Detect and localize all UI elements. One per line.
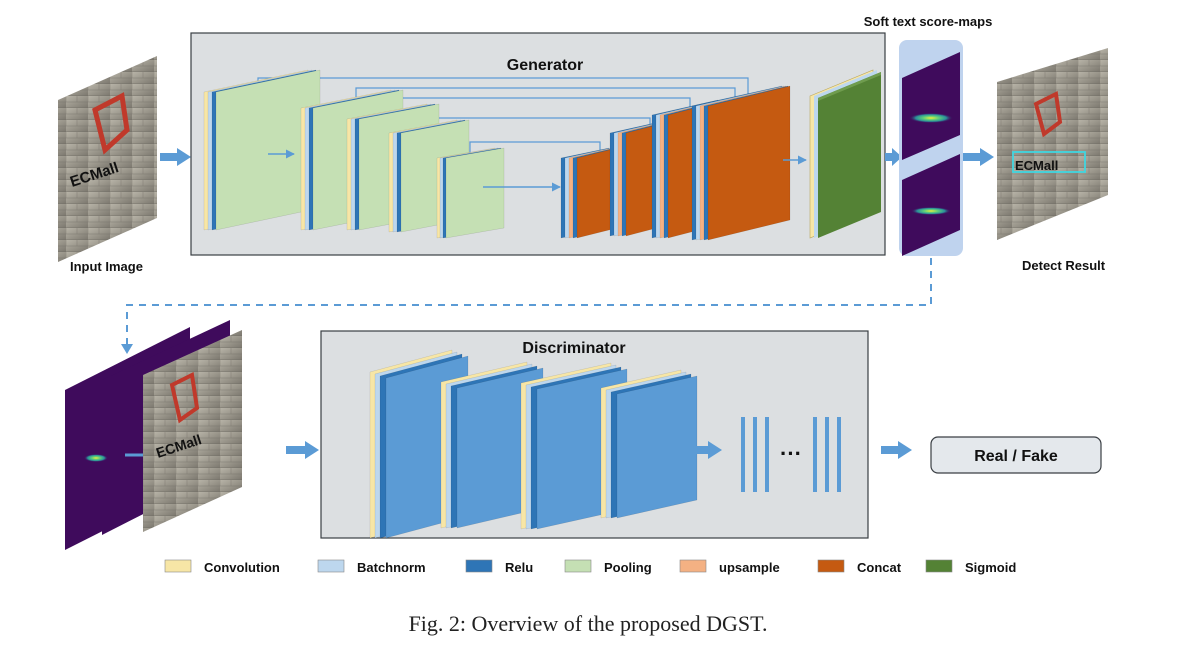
dashed-feedback-path: [126, 258, 932, 346]
ellipsis: ···: [780, 441, 802, 466]
arrow-disc-fc: [695, 441, 722, 459]
figure-caption: Fig. 2: Overview of the proposed DGST.: [409, 611, 768, 636]
legend: Convolution Batchnorm Relu Pooling upsample C…: [164, 559, 1016, 575]
encoder-block-5-pooling: [445, 147, 505, 239]
legend-swatch-upsample: [679, 559, 707, 573]
real-fake-output: [930, 436, 1102, 474]
image-layer: [143, 330, 242, 532]
real-fake-label: Real / Fake: [974, 448, 1058, 465]
arrow-scoremaps-detect: [963, 148, 994, 166]
arrow-fc-output: [881, 441, 912, 459]
legend-label-pooling: Pooling: [604, 560, 652, 575]
score-maps-title: Soft text score-maps: [864, 14, 993, 29]
arrow-stack-discriminator: [286, 441, 319, 459]
legend-swatch-batchnorm: [317, 559, 345, 573]
discriminator-layers: [369, 349, 698, 539]
legend-swatch-pooling: [564, 559, 592, 573]
dashed-arrowhead: [121, 344, 133, 354]
detect-result-image: ECMall: [997, 48, 1108, 240]
detect-result-label: Detect Result: [1022, 258, 1106, 273]
generator-internal-arrows: [268, 149, 807, 192]
score-map-1: [902, 52, 960, 160]
discriminator-title: Discriminator: [522, 340, 625, 357]
discriminator-input-stack: ECMall: [65, 320, 242, 550]
fully-connected-bars: ···: [741, 417, 841, 492]
input-image-label: Input Image: [70, 259, 143, 274]
legend-swatch-concat: [817, 559, 845, 573]
legend-label-batchnorm: Batchnorm: [357, 560, 426, 575]
score-map-2: [902, 154, 960, 256]
generator-layers: [203, 69, 791, 241]
legend-label-relu: Relu: [505, 560, 533, 575]
legend-swatch-relu: [465, 559, 493, 573]
detect-sign-text: ECMall: [1015, 158, 1058, 173]
legend-label-convolution: Convolution: [204, 560, 280, 575]
disc-block-4-main: [616, 375, 698, 519]
legend-label-concat: Concat: [857, 560, 902, 575]
arrow-input-generator: [160, 148, 191, 166]
logo-shape: [92, 92, 130, 155]
arrow-generator-scoremaps: [885, 148, 902, 166]
generator-title: Generator: [507, 57, 583, 74]
legend-label-sigmoid: Sigmoid: [965, 560, 1016, 575]
sigmoid-layer: [809, 69, 881, 239]
legend-swatch-sigmoid: [925, 559, 953, 573]
decoder-block-4-concat: [707, 85, 791, 241]
input-image: ECMall: [58, 56, 157, 262]
legend-label-upsample: upsample: [719, 560, 780, 575]
detection-box: [1012, 151, 1086, 173]
legend-swatch-convolution: [164, 559, 192, 573]
